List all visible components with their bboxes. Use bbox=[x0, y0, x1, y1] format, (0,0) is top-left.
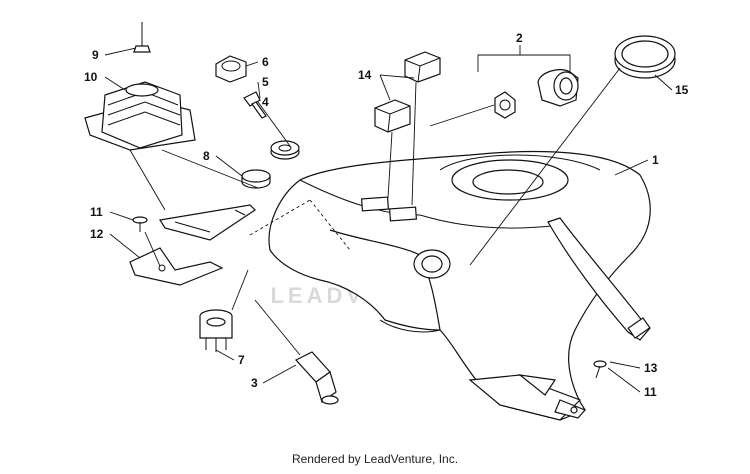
callout-2[interactable]: 2 bbox=[516, 31, 523, 45]
plug-caps[interactable] bbox=[374, 51, 441, 133]
cap[interactable] bbox=[241, 169, 271, 189]
filler-gasket[interactable] bbox=[614, 35, 676, 79]
callout-labels: 9 10 6 5 4 8 11 12 7 3 1 2 14 15 13 11 bbox=[84, 31, 689, 399]
callout-13[interactable]: 13 bbox=[644, 361, 658, 375]
callout-14[interactable]: 14 bbox=[358, 68, 372, 82]
callout-7[interactable]: 7 bbox=[238, 353, 245, 367]
callout-11-right[interactable]: 11 bbox=[644, 385, 657, 399]
render-credit: Rendered by LeadVenture, Inc. bbox=[291, 452, 459, 466]
fuel-sender[interactable] bbox=[295, 351, 339, 405]
tank-strap[interactable] bbox=[547, 217, 651, 341]
screw[interactable] bbox=[593, 360, 607, 379]
leader-lines bbox=[104, 45, 673, 393]
push-rivet[interactable] bbox=[132, 216, 148, 232]
lock-and-key[interactable] bbox=[215, 55, 267, 119]
callout-15[interactable]: 15 bbox=[675, 83, 689, 97]
callout-1[interactable]: 1 bbox=[652, 153, 659, 167]
fuel-tank[interactable] bbox=[268, 150, 651, 421]
callout-4[interactable]: 4 bbox=[262, 95, 269, 109]
upper-bracket[interactable] bbox=[159, 204, 256, 241]
lower-bracket[interactable] bbox=[129, 247, 224, 286]
callout-11-left[interactable]: 11 bbox=[90, 205, 103, 219]
callout-6[interactable]: 6 bbox=[262, 55, 269, 69]
callout-10[interactable]: 10 bbox=[84, 70, 98, 84]
callout-3[interactable]: 3 bbox=[251, 376, 258, 390]
callout-12[interactable]: 12 bbox=[90, 227, 104, 241]
ignition-switch[interactable] bbox=[199, 309, 233, 352]
lock-bezel[interactable] bbox=[270, 140, 300, 160]
bolt[interactable] bbox=[133, 22, 151, 53]
callout-9[interactable]: 9 bbox=[92, 48, 99, 62]
shifter-boot[interactable] bbox=[84, 81, 196, 151]
callout-5[interactable]: 5 bbox=[262, 75, 269, 89]
callout-8[interactable]: 8 bbox=[203, 149, 210, 163]
filler-neck-assembly[interactable] bbox=[494, 69, 579, 119]
